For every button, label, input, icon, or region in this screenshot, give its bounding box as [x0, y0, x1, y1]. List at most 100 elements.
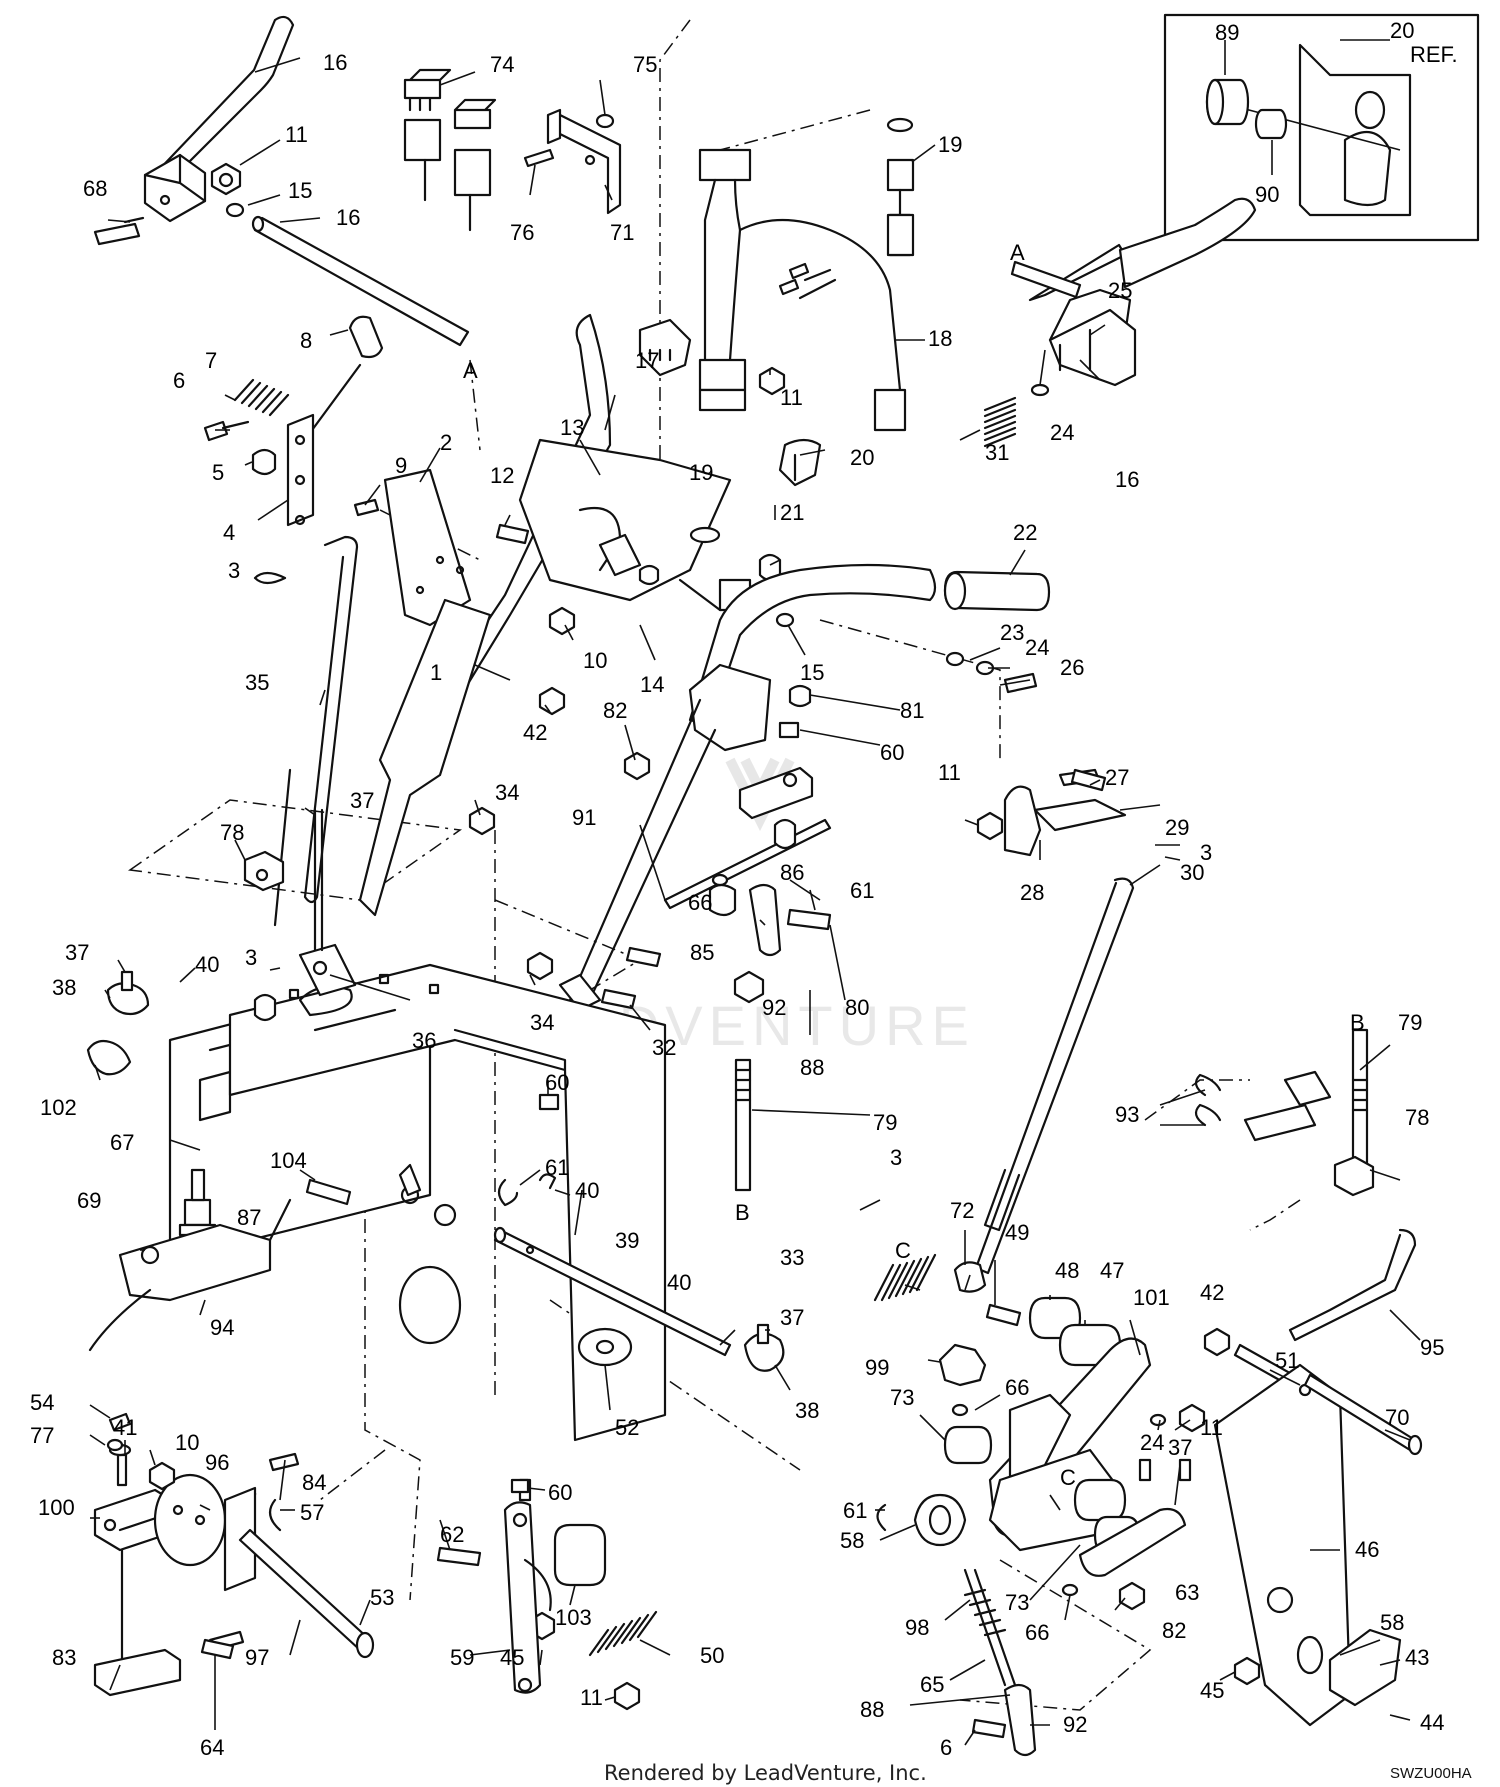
callout-49: 49 [1005, 1220, 1029, 1245]
callout-3: 3 [228, 558, 240, 583]
callout-52: 52 [615, 1415, 639, 1440]
callout-61: 61 [850, 878, 874, 903]
callout-6: 6 [173, 368, 185, 393]
callout-A: A [463, 358, 478, 383]
leader-lines [89, 57, 1421, 1746]
callout-98: 98 [905, 1615, 929, 1640]
callout-26: 26 [1060, 655, 1084, 680]
callout-38: 38 [795, 1398, 819, 1423]
callout-97: 97 [245, 1645, 269, 1670]
callout-59: 59 [450, 1645, 474, 1670]
callout-61: 61 [843, 1498, 867, 1523]
callout-19: 19 [938, 132, 962, 157]
callout-50: 50 [700, 1643, 724, 1668]
inset-detail [1163, 13, 1480, 242]
callout-37: 37 [350, 788, 374, 813]
callout-42: 42 [523, 720, 547, 745]
callout-23: 23 [1000, 620, 1024, 645]
callout-24: 24 [1140, 1430, 1164, 1455]
callout-39: 39 [615, 1228, 639, 1253]
inset-ref-suffix: REF. [1410, 42, 1458, 67]
callout-24: 24 [1050, 420, 1074, 445]
callout-11: 11 [580, 1685, 603, 1710]
callout-45: 45 [1200, 1678, 1224, 1703]
callout-8: 8 [300, 328, 312, 353]
callout-67: 67 [110, 1130, 134, 1155]
callout-92: 92 [762, 995, 786, 1020]
callout-15: 15 [288, 178, 312, 203]
callout-48: 48 [1055, 1258, 1079, 1283]
callout-64: 64 [200, 1735, 224, 1760]
callout-76: 76 [510, 220, 534, 245]
callout-11: 11 [285, 122, 308, 147]
callout-82: 82 [1162, 1618, 1186, 1643]
callout-10: 10 [175, 1430, 199, 1455]
callout-11: 11 [780, 385, 803, 410]
callout-92: 92 [1063, 1712, 1087, 1737]
callout-27: 27 [1105, 765, 1129, 790]
callout-79: 79 [873, 1110, 897, 1135]
callout-37: 37 [1168, 1435, 1192, 1460]
callout-93: 93 [1115, 1102, 1139, 1127]
callout-96: 96 [205, 1450, 229, 1475]
callout-82: 82 [603, 698, 627, 723]
callout-7: 7 [205, 348, 217, 373]
callout-73: 73 [890, 1385, 914, 1410]
callout-74: 74 [490, 52, 514, 77]
callout-75: 75 [633, 52, 657, 77]
callout-61: 61 [545, 1155, 569, 1180]
callout-57: 57 [300, 1500, 324, 1525]
callout-16: 16 [323, 50, 347, 75]
callout-32: 32 [652, 1035, 676, 1060]
callout-3: 3 [1200, 840, 1212, 865]
callout-66: 66 [1005, 1375, 1029, 1400]
callout-65: 65 [920, 1672, 944, 1697]
callout-24: 24 [1025, 635, 1049, 660]
callout-34: 34 [530, 1010, 554, 1035]
callout-2: 2 [440, 430, 452, 455]
callout-80: 80 [845, 995, 869, 1020]
callout-73: 73 [1005, 1590, 1029, 1615]
callout-18: 18 [928, 326, 952, 351]
callout-30: 30 [1180, 860, 1204, 885]
callout-11: 11 [1200, 1415, 1223, 1440]
callout-28: 28 [1020, 880, 1044, 905]
callout-60: 60 [545, 1070, 569, 1095]
callout-53: 53 [370, 1585, 394, 1610]
callout-87: 87 [237, 1205, 261, 1230]
callout-38: 38 [52, 975, 76, 1000]
callout-C: C [895, 1238, 911, 1263]
callout-103: 103 [555, 1605, 592, 1630]
callout-12: 12 [490, 463, 514, 488]
callout-37: 37 [780, 1305, 804, 1330]
callout-81: 81 [900, 698, 924, 723]
callout-66: 66 [688, 890, 712, 915]
callout-78: 78 [1405, 1105, 1429, 1130]
callout-40: 40 [667, 1270, 691, 1295]
callout-29: 29 [1165, 815, 1189, 840]
callout-69: 69 [77, 1188, 101, 1213]
callout-89: 89 [1215, 20, 1239, 45]
callout-95: 95 [1420, 1335, 1444, 1360]
callout-88: 88 [800, 1055, 824, 1080]
callout-40: 40 [195, 952, 219, 977]
callout-34: 34 [495, 780, 519, 805]
callout-88: 88 [860, 1697, 884, 1722]
callout-60: 60 [548, 1480, 572, 1505]
callouts: 16 11 68 15 16 74 75 76 71 19 18 89 90 A… [30, 20, 1444, 1760]
callout-17: 17 [635, 348, 659, 373]
callout-68: 68 [83, 176, 107, 201]
callout-16: 16 [1115, 467, 1139, 492]
callout-16: 16 [336, 205, 360, 230]
callout-45: 45 [500, 1645, 524, 1670]
callout-36: 36 [412, 1028, 436, 1053]
parts [86, 15, 1423, 1757]
callout-25: 25 [1108, 278, 1132, 303]
callout-22: 22 [1013, 520, 1037, 545]
callout-85: 85 [690, 940, 714, 965]
callout-70: 70 [1385, 1405, 1409, 1430]
callout-33: 33 [780, 1245, 804, 1270]
callout-60: 60 [880, 740, 904, 765]
callout-43: 43 [1405, 1645, 1429, 1670]
